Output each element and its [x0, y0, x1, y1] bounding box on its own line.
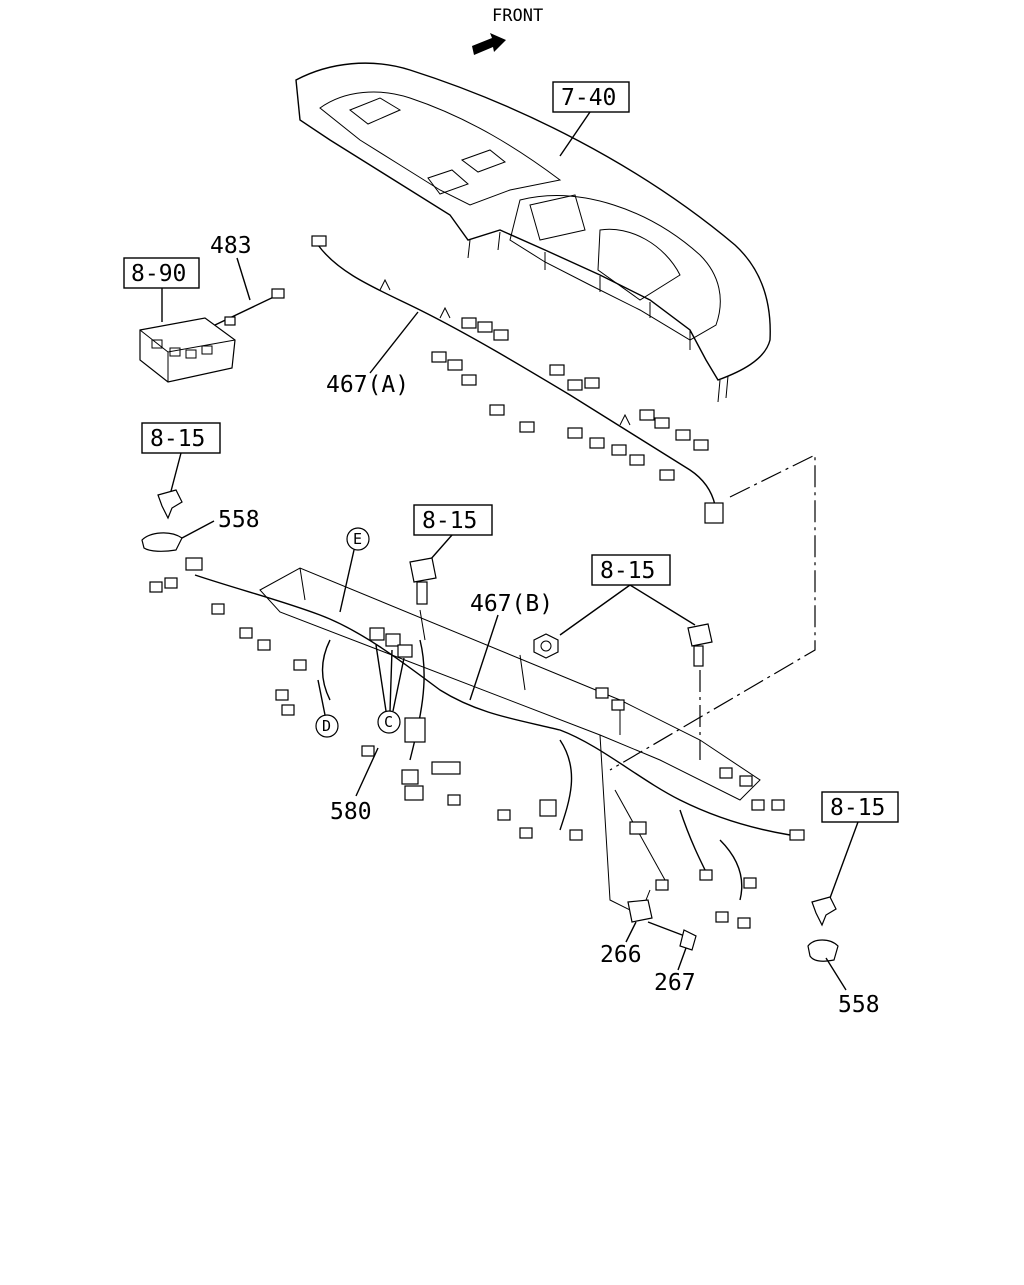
part-label-267: 267 — [654, 970, 696, 996]
callout-e: E — [339, 527, 370, 613]
part-label-266: 266 — [600, 942, 642, 968]
clip-bracket-left — [157, 489, 183, 520]
ref-box-8-15-right — [591, 554, 671, 586]
callout-c: C — [375, 644, 405, 734]
part-label-558-left: 558 — [218, 507, 260, 533]
bolt-267 — [647, 921, 697, 951]
cross-member — [259, 567, 761, 916]
bracket-266 — [627, 899, 653, 923]
nut-right — [533, 633, 559, 659]
ref-label-7-40: 7-40 — [561, 85, 616, 111]
control-unit — [139, 317, 236, 383]
harness-467a — [311, 235, 724, 524]
part-label-558-right: 558 — [838, 992, 880, 1018]
part-label-467a: 467(A) — [326, 372, 409, 398]
harness-467b — [149, 557, 805, 929]
clip-bracket-right — [811, 896, 837, 927]
ref-label-8-15-lower-right: 8-15 — [830, 795, 885, 821]
part-label-580: 580 — [330, 799, 372, 825]
ref-box-8-90 — [123, 257, 200, 289]
ref-box-7-40 — [552, 81, 630, 113]
ref-label-8-15-center: 8-15 — [422, 508, 477, 534]
svg-text:D: D — [322, 717, 331, 735]
part-label-467b: 467(B) — [470, 591, 553, 617]
ref-box-8-15-lower-right — [821, 791, 899, 823]
ref-label-8-15-right: 8-15 — [600, 558, 655, 584]
svg-text:E: E — [353, 530, 362, 548]
clip-558-left — [141, 532, 183, 552]
front-label: FRONT — [492, 6, 543, 26]
ref-label-8-90: 8-90 — [131, 261, 186, 287]
ref-box-8-15-center — [413, 504, 493, 536]
ref-box-8-15-top — [141, 422, 221, 454]
front-arrow-icon — [472, 33, 506, 55]
callout-d: D — [315, 679, 339, 738]
ref-label-8-15-top: 8-15 — [150, 426, 205, 452]
bolt-right — [687, 623, 713, 667]
bolt-center — [409, 557, 437, 605]
cable-483 — [214, 288, 285, 326]
instrument-panel — [295, 62, 771, 403]
svg-text:C: C — [384, 713, 393, 731]
clip-558-right — [807, 939, 839, 962]
part-label-483: 483 — [210, 233, 252, 259]
